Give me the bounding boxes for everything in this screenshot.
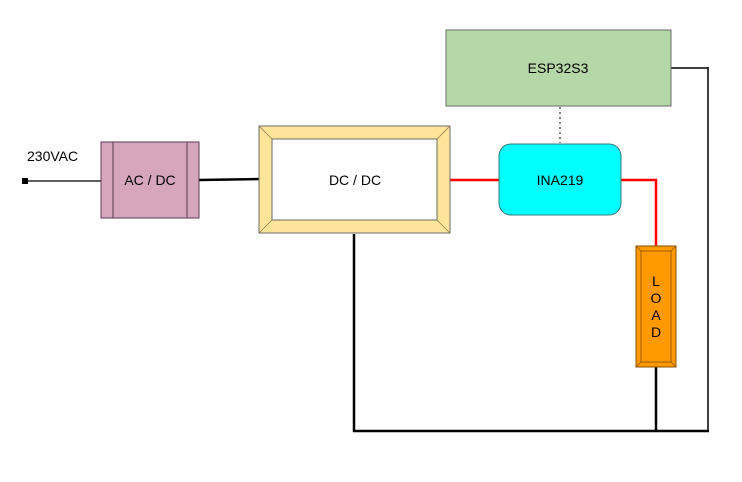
ina219-block: INA219 xyxy=(498,143,622,216)
dc-dc-label: DC / DC xyxy=(329,172,381,188)
input-terminal-icon xyxy=(22,178,28,184)
load-letter-l: L xyxy=(652,273,660,289)
ina219-label: INA219 xyxy=(537,172,584,188)
load-block: L O A D xyxy=(635,245,677,368)
load-letter-d: D xyxy=(651,324,661,340)
red-wires xyxy=(450,178,658,246)
esp32-label: ESP32S3 xyxy=(528,60,589,76)
dc-dc-block: DC / DC xyxy=(258,125,451,234)
esp32-block: ESP32S3 xyxy=(445,29,672,107)
ac-dc-label: AC / DC xyxy=(124,172,175,188)
wire-ina-to-load xyxy=(621,178,658,246)
wire-acdc-to-dcdc xyxy=(198,177,260,182)
input-label: 230VAC xyxy=(27,148,78,164)
load-letter-a: A xyxy=(651,307,661,323)
load-letter-o: O xyxy=(651,290,662,306)
black-wires xyxy=(25,67,709,433)
ac-dc-block: AC / DC xyxy=(100,141,200,219)
